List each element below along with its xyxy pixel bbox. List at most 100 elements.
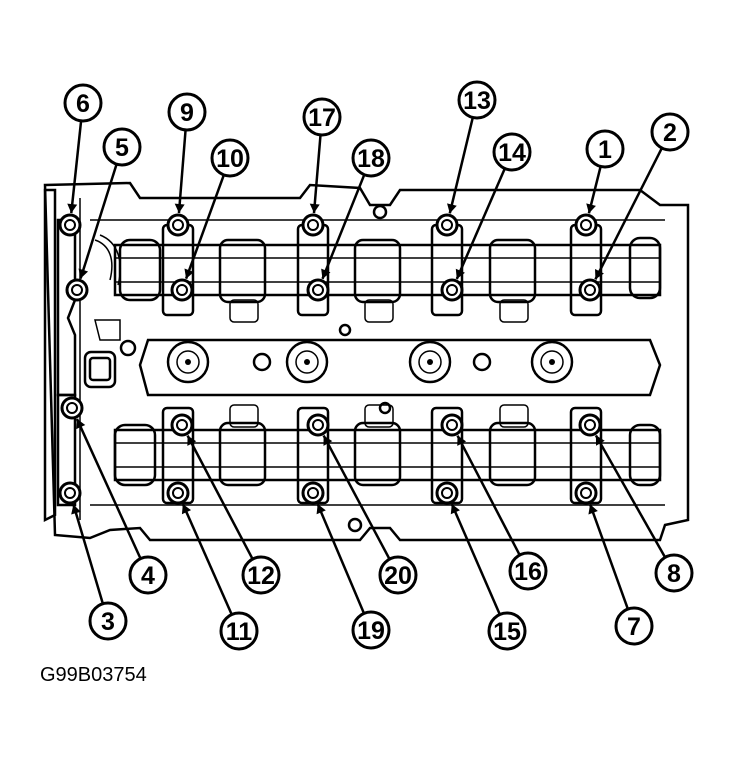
callout-11: 11 [219, 611, 259, 651]
callout-number: 2 [663, 119, 677, 147]
leader-line-17 [312, 134, 322, 214]
leader-line-14 [455, 168, 506, 280]
callout-circle [614, 606, 654, 646]
callout-12: 12 [241, 555, 281, 595]
leader-line-3 [72, 504, 105, 605]
callout-4: 4 [128, 555, 168, 595]
callout-circle [102, 127, 142, 167]
bolt-13 [435, 213, 459, 237]
bolt-center [312, 419, 324, 431]
callout-circle [210, 138, 250, 178]
bolt-11 [166, 481, 190, 505]
callout-circle [585, 129, 625, 169]
bolt-center [176, 419, 188, 431]
bolt-19 [301, 481, 325, 505]
callout-19: 19 [351, 610, 391, 650]
arrowhead-3 [71, 504, 81, 515]
bolt-center [584, 419, 596, 431]
bolt-10 [170, 278, 194, 302]
arrowhead-10 [184, 268, 194, 279]
callout-3: 3 [88, 601, 128, 641]
callout-number: 17 [308, 104, 336, 132]
bolt-16 [440, 413, 464, 437]
callout-number: 9 [180, 99, 194, 127]
callout-number: 13 [463, 87, 491, 115]
bolt-center [446, 284, 458, 296]
callout-circle [487, 611, 527, 651]
bolt-14 [440, 278, 464, 302]
callout-16: 16 [508, 551, 548, 591]
bolt-2 [578, 278, 602, 302]
bolt-center [584, 284, 596, 296]
arrowhead-12 [187, 435, 197, 446]
callout-number: 14 [498, 139, 526, 167]
bolt-center [176, 284, 188, 296]
bolt-center [71, 284, 83, 296]
leader-line-10 [184, 174, 226, 280]
callout-number: 11 [226, 618, 253, 646]
bolt-center [441, 219, 453, 231]
arrowhead-17 [309, 203, 320, 214]
figure-code: G99B03754 [40, 664, 147, 686]
callout-circle [508, 551, 548, 591]
head-bolts [58, 213, 602, 505]
bolt-3 [58, 481, 82, 505]
callout-number: 1 [598, 136, 612, 164]
leader-line-13 [448, 117, 475, 214]
arrowhead-20 [323, 435, 333, 446]
arrowhead-15 [450, 504, 460, 515]
leader-line-18 [321, 174, 366, 280]
callout-number: 20 [384, 562, 412, 590]
leader-line-16 [456, 435, 521, 556]
callout-13: 13 [457, 80, 497, 120]
callout-number: 5 [115, 134, 129, 162]
bolt-center [580, 487, 592, 499]
bolt-center [172, 219, 184, 231]
callout-circle [302, 97, 342, 137]
bolt-17 [301, 213, 325, 237]
spark-plug-bores [138, 338, 662, 397]
bolt-center [64, 487, 76, 499]
leader-line-19 [316, 503, 366, 614]
bolt-4 [60, 396, 84, 420]
callout-number: 10 [216, 145, 244, 173]
arrowhead-8 [595, 435, 605, 446]
callout-6: 6 [63, 83, 103, 123]
arrowhead-19 [316, 504, 326, 515]
callout-number: 12 [247, 562, 275, 590]
callout-circle [654, 553, 694, 593]
arrowhead-5 [78, 268, 89, 279]
callout-circle [241, 555, 281, 595]
callout-circle [457, 80, 497, 120]
bolt-6 [58, 213, 82, 237]
callout-circle [128, 555, 168, 595]
arrowhead-2 [595, 269, 604, 280]
bolt-center [580, 219, 592, 231]
leader-line-12 [186, 435, 254, 560]
bolt-12 [170, 413, 194, 437]
callout-circle [351, 138, 391, 178]
callout-circle [219, 611, 259, 651]
callout-circle [167, 92, 207, 132]
bolt-center [441, 487, 453, 499]
bolt-7 [574, 481, 598, 505]
leader-line-6 [70, 120, 83, 214]
leader-line-2 [594, 147, 663, 280]
leader-line-8 [594, 434, 667, 558]
arrowhead-4 [76, 418, 86, 430]
callout-18: 18 [351, 138, 391, 178]
bolt-20 [306, 413, 330, 437]
arrowhead-9 [174, 203, 185, 214]
bolt-9 [166, 213, 190, 237]
callout-15: 15 [487, 611, 527, 651]
callout-circle [650, 112, 690, 152]
leader-line-7 [588, 503, 630, 610]
arrowhead-11 [181, 503, 192, 515]
callout-20: 20 [378, 555, 418, 595]
callout-9: 9 [167, 92, 207, 132]
callout-number: 8 [667, 560, 681, 588]
bolt-center [446, 419, 458, 431]
callout-number: 16 [514, 558, 542, 586]
callout-14: 14 [492, 132, 532, 172]
